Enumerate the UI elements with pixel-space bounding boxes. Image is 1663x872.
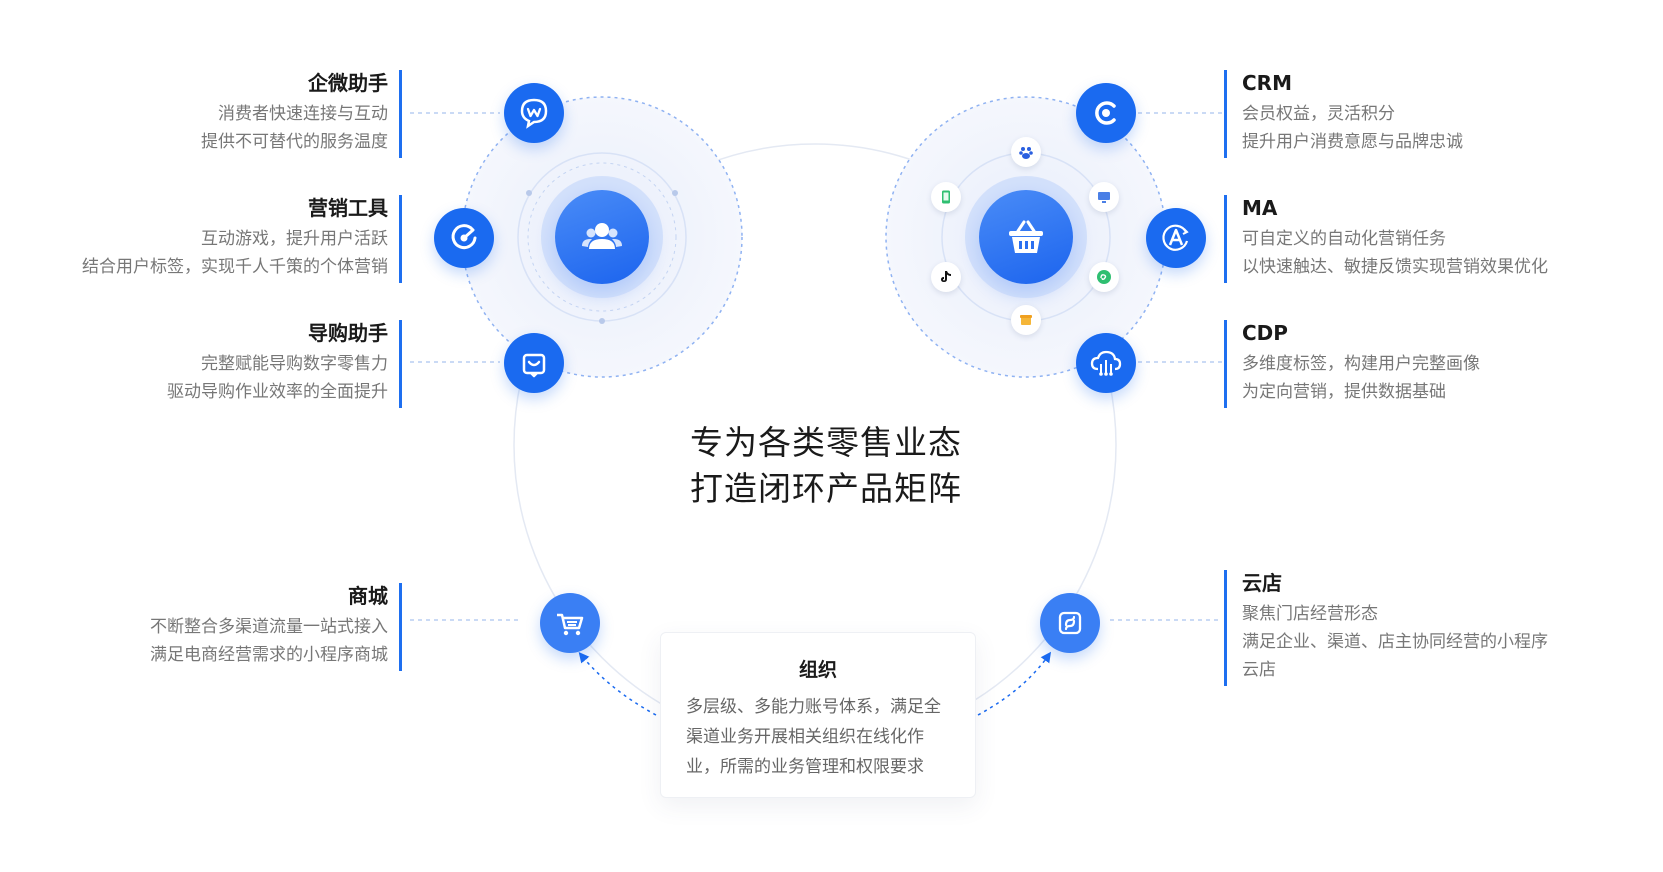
- automation-a-icon: [1162, 224, 1189, 251]
- feature-line: 聚焦门店经营形态: [1242, 604, 1378, 624]
- feature-mall: 商城 不断整合多渠道流量一站式接入 满足电商经营需求的小程序商城: [28, 583, 402, 671]
- accent-bar: [399, 583, 402, 671]
- shopping-bag-icon: [522, 353, 546, 378]
- feature-shopping-guide: 导购助手 完整赋能导购数字零售力 驱动导购作业效率的全面提升: [28, 320, 402, 408]
- users-icon: [582, 223, 622, 249]
- feature-line: 云店: [1242, 660, 1276, 680]
- feature-title: 云店: [1242, 571, 1282, 595]
- orbit-dot: [526, 190, 532, 196]
- feature-line: 驱动导购作业效率的全面提升: [167, 382, 388, 402]
- channel-store: [1011, 305, 1041, 335]
- feature-line: 以快速触达、敏捷反馈实现营销效果优化: [1242, 257, 1548, 277]
- feature-marketing-tools: 营销工具 互动游戏，提升用户活跃 结合用户标签，实现千人千策的个体营销: [28, 195, 402, 283]
- org-card: 组织 多层级、多能力账号体系，满足全 渠道业务开展相关组织在线化作 业，所需的业…: [660, 632, 976, 798]
- accent-bar: [1224, 70, 1227, 158]
- ma-button[interactable]: [1146, 208, 1206, 268]
- users-hub: [555, 190, 649, 284]
- feature-line: 提供不可替代的服务温度: [201, 132, 388, 152]
- crm-ring-icon: [1095, 101, 1116, 125]
- feature-title: CDP: [1242, 321, 1288, 345]
- orbit-dot: [672, 190, 678, 196]
- accent-bar: [1224, 570, 1227, 686]
- accent-bar: [399, 195, 402, 283]
- feature-line: 完整赋能导购数字零售力: [201, 354, 388, 374]
- monitor-icon: [1098, 192, 1110, 203]
- accent-bar: [1224, 320, 1227, 408]
- accent-bar: [399, 70, 402, 158]
- feature-line: 结合用户标签，实现千人千策的个体营销: [82, 257, 388, 277]
- channel-phone: [931, 182, 961, 212]
- basket-hub: [979, 190, 1073, 284]
- cdp-button[interactable]: [1076, 333, 1136, 393]
- feature-wecom-assistant: 企微助手 消费者快速连接与互动 提供不可替代的服务温度: [28, 70, 402, 158]
- mini-program-icon: [1097, 270, 1111, 284]
- cloud-data-icon: [1090, 350, 1122, 376]
- wecom-chat-icon: [520, 98, 548, 129]
- feature-ma: MA 可自定义的自动化营销任务 以快速触达、敏捷反馈实现营销效果优化: [1224, 195, 1602, 283]
- orbit-dot: [599, 318, 605, 324]
- feature-line: 消费者快速连接与互动: [218, 104, 388, 124]
- org-arrow-left: [578, 651, 657, 716]
- center-title-line: 专为各类零售业态: [690, 423, 962, 462]
- accent-bar: [1224, 195, 1227, 283]
- feature-title: 企微助手: [308, 71, 388, 95]
- accent-bar: [399, 320, 402, 408]
- basket-icon: [1009, 220, 1043, 253]
- left-cluster-dash-ring: [527, 162, 677, 312]
- tiktok-icon: [941, 271, 951, 282]
- org-arrow-right: [977, 651, 1052, 716]
- shopping-cart-icon: [557, 613, 584, 636]
- org-line: 渠道业务开展相关组织在线化作: [686, 727, 924, 747]
- feature-title: 导购助手: [308, 321, 388, 345]
- feature-line: 互动游戏，提升用户活跃: [201, 229, 388, 249]
- feature-line: 满足企业、渠道、店主协同经营的小程序: [1242, 632, 1548, 652]
- cloud-store-button[interactable]: [1040, 593, 1100, 653]
- center-title-line: 打造闭环产品矩阵: [690, 469, 962, 508]
- baidu-icon: [1019, 147, 1033, 159]
- feature-line: 不断整合多渠道流量一站式接入: [150, 617, 388, 637]
- feature-cdp: CDP 多维度标签，构建用户完整画像 为定向营销，提供数据基础: [1224, 320, 1602, 408]
- org-title: 组织: [798, 659, 837, 681]
- marketing-tools-button[interactable]: [434, 208, 494, 268]
- mini-program-store-icon: [1058, 611, 1082, 635]
- org-description: 多层级、多能力账号体系，满足全 渠道业务开展相关组织在线化作 业，所需的业务管理…: [661, 682, 975, 782]
- channel-baidu: [1011, 137, 1041, 167]
- crm-button[interactable]: [1076, 83, 1136, 143]
- org-line: 多层级、多能力账号体系，满足全: [686, 697, 941, 717]
- feature-line: 可自定义的自动化营销任务: [1242, 229, 1446, 249]
- channel-mini-program: [1089, 262, 1119, 292]
- org-line: 业，所需的业务管理和权限要求: [686, 757, 924, 777]
- feature-title: CRM: [1242, 71, 1292, 95]
- channel-monitor: [1089, 182, 1119, 212]
- marketing-gauge-icon: [451, 224, 477, 250]
- center-title: 专为各类零售业态 打造闭环产品矩阵: [690, 420, 1030, 512]
- channel-tiktok: [931, 262, 961, 292]
- shopping-guide-button[interactable]: [504, 333, 564, 393]
- feature-line: 为定向营销，提供数据基础: [1242, 382, 1446, 402]
- feature-crm: CRM 会员权益，灵活积分 提升用户消费意愿与品牌忠诚: [1224, 70, 1602, 158]
- feature-cloud-store: 云店 聚焦门店经营形态 满足企业、渠道、店主协同经营的小程序 云店: [1224, 570, 1602, 686]
- feature-line: 会员权益，灵活积分: [1242, 104, 1395, 124]
- feature-title: 营销工具: [308, 196, 388, 220]
- feature-title: MA: [1242, 196, 1278, 220]
- feature-line: 多维度标签，构建用户完整画像: [1242, 354, 1480, 374]
- phone-icon: [942, 190, 950, 204]
- wecom-assistant-button[interactable]: [504, 83, 564, 143]
- feature-title: 商城: [348, 584, 388, 608]
- feature-line: 提升用户消费意愿与品牌忠诚: [1242, 132, 1463, 152]
- mall-button[interactable]: [540, 593, 600, 653]
- store-icon: [1020, 315, 1032, 325]
- feature-line: 满足电商经营需求的小程序商城: [150, 645, 388, 665]
